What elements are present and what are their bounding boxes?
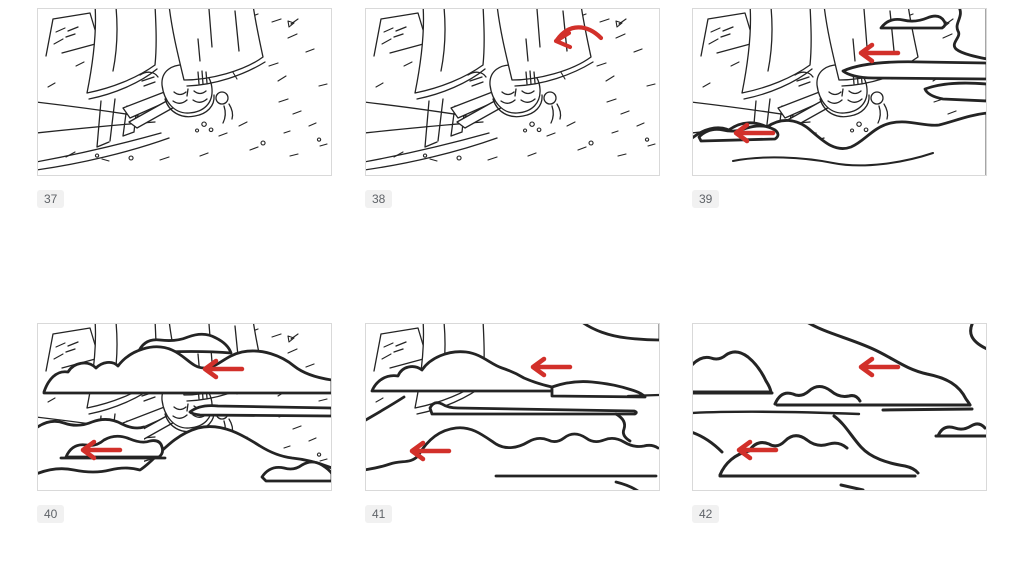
panel-caption: 40 [37,491,330,523]
panel-caption: 38 [365,176,658,208]
panel-frame-39[interactable] [692,8,987,176]
panel-number-badge: 39 [692,190,720,208]
panel-frame-42[interactable] [692,323,987,491]
panel-number-badge: 42 [692,505,720,523]
panel-frame-37[interactable] [37,8,332,176]
panel-frame-38[interactable] [365,8,660,176]
scene-sketch [366,9,656,171]
storyboard-panel-38: 38 [365,8,660,208]
storyboard-panel-37: 37 [37,8,332,208]
storyboard-panel-39: 39 [692,8,987,208]
storyboard-panel-40: 40 [37,323,332,523]
panel-caption: 42 [692,491,985,523]
panel-art-37 [38,9,328,171]
panel-caption: 37 [37,176,330,208]
panel-caption: 39 [692,176,985,208]
storyboard-panel-41: 41 [365,323,660,523]
cloud-shapes [693,324,986,490]
panel-frame-41[interactable] [365,323,660,491]
storyboard-panel-42: 42 [692,323,987,523]
scene-sketch [38,9,328,171]
panel-number-badge: 41 [365,505,393,523]
panel-art-38 [366,9,656,171]
arrow-left-icon [861,359,898,375]
panel-caption: 41 [365,491,658,523]
panel-number-badge: 40 [37,505,65,523]
panel-number-badge: 38 [365,190,393,208]
panel-art-42 [693,324,986,490]
arrow-left-icon [533,359,570,375]
cloud-shapes [366,324,659,490]
panel-art-39 [693,9,986,175]
panel-frame-40[interactable] [37,323,332,491]
panel-art-40 [38,324,331,490]
panel-number-badge: 37 [37,190,65,208]
panel-art-41 [366,324,659,490]
